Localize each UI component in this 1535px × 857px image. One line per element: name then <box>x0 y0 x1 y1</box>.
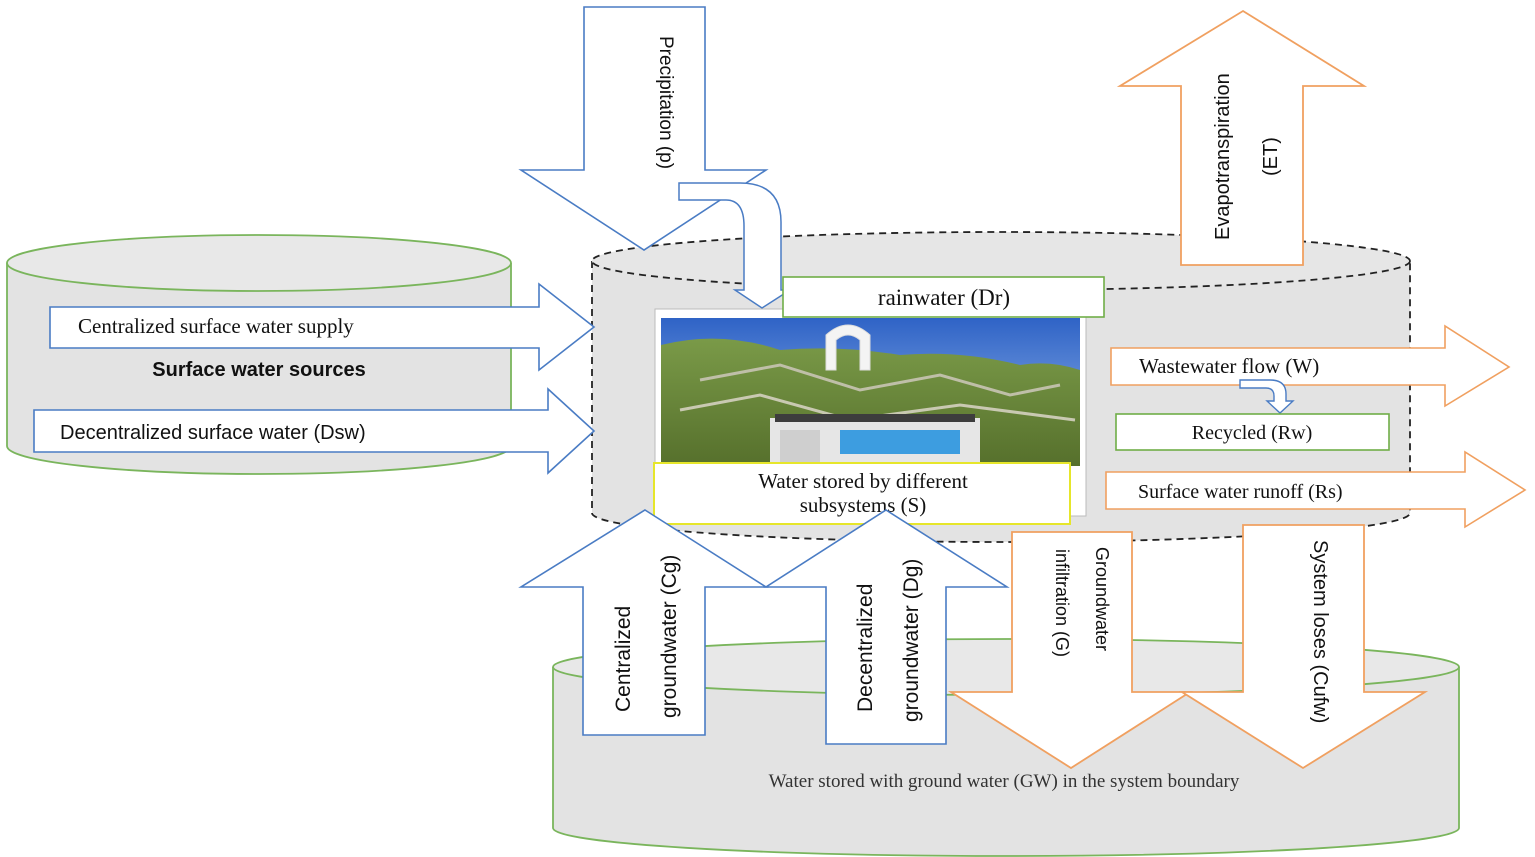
recycled-label: Recycled (Rw) <box>1192 422 1313 444</box>
system-loses-label: System loses (Cufw) <box>1309 540 1331 723</box>
rainwater-label: rainwater (Dr) <box>878 285 1010 310</box>
groundwater-infiltration-label-line2: infiltration (G) <box>1052 549 1072 657</box>
precipitation-arrow: Precipitation (p) <box>518 6 769 251</box>
centralized-groundwater-label-line1: Centralized <box>612 606 635 712</box>
storage-label-line2: subsystems (S) <box>800 493 927 517</box>
groundwater-infiltration-arrow: Groundwater infiltration (G) <box>947 531 1194 770</box>
runoff-label: Surface water runoff (Rs) <box>1138 481 1343 503</box>
rainwater-box: rainwater (Dr) <box>782 276 1105 318</box>
decentralized-groundwater-arrow: Decentralized groundwater (Dg) <box>763 509 1010 745</box>
runoff-arrow: Surface water runoff (Rs) <box>1105 450 1527 529</box>
storage-box: Water stored by different subsystems (S) <box>653 462 1071 525</box>
storage-label-line1: Water stored by different <box>758 469 968 493</box>
decentralized-surface-water-label: Decentralized surface water (Dsw) <box>60 422 366 444</box>
wastewater-label: Wastewater flow (W) <box>1139 354 1319 378</box>
precipitation-label: Precipitation (p) <box>655 36 676 169</box>
evapotranspiration-arrow: Evapotranspiration (ET) <box>1116 9 1368 266</box>
decentralized-groundwater-label-line1: Decentralized <box>854 584 877 712</box>
evapotranspiration-label-line2: (ET) <box>1260 137 1282 176</box>
evapotranspiration-label-line1: Evapotranspiration <box>1212 73 1234 240</box>
groundwater-label: Water stored with ground water (GW) in t… <box>769 771 1240 792</box>
centralized-surface-water-label: Centralized surface water supply <box>78 314 354 338</box>
surface-water-sources-title: Surface water sources <box>152 359 365 381</box>
wastewater-arrow: Wastewater flow (W) <box>1110 324 1511 408</box>
rainwater-curved-arrow <box>678 182 793 309</box>
recycle-curved-arrow <box>1239 379 1295 414</box>
centralized-groundwater-label-line2: groundwater (Cg) <box>658 555 681 718</box>
decentralized-groundwater-label-line2: groundwater (Dg) <box>900 559 923 722</box>
centralized-surface-water-arrow: Centralized surface water supply <box>49 282 596 372</box>
groundwater-infiltration-label-line1: Groundwater <box>1092 547 1112 651</box>
recycled-box: Recycled (Rw) <box>1115 413 1390 451</box>
decentralized-surface-water-arrow: Decentralized surface water (Dsw) <box>33 387 596 475</box>
system-loses-arrow: System loses (Cufw) <box>1178 524 1429 770</box>
centralized-groundwater-arrow: Centralized groundwater (Cg) <box>518 509 769 736</box>
